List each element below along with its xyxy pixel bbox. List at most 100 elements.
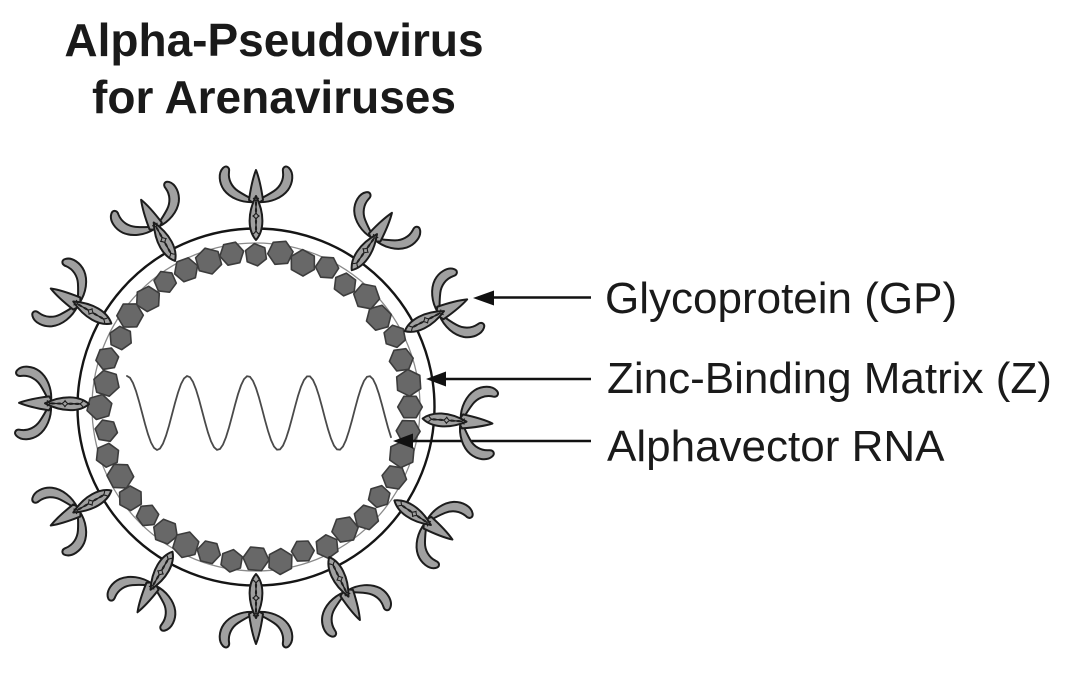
- spike-stalk: [248, 573, 264, 619]
- spike-left-lobe: [31, 304, 79, 328]
- zinc-matrix-subunit: [314, 256, 340, 279]
- spike-helix-strand-b: [252, 579, 260, 617]
- spike-helix-strand-a: [252, 579, 260, 617]
- rna-arrow-head: [393, 433, 413, 449]
- spike-stalk: [248, 195, 264, 241]
- matrix-arrow: [426, 371, 591, 387]
- glycoprotein-spike: [31, 486, 113, 557]
- label-alphavector-rna: Alphavector RNA: [607, 422, 945, 471]
- spike-helix-strand-b: [410, 313, 444, 332]
- spike-helix-strand-b: [329, 563, 347, 597]
- rna-arrow: [393, 433, 591, 449]
- zinc-matrix-subunit: [353, 504, 380, 531]
- spike-left-lobe: [346, 584, 392, 612]
- spike-left-lobe: [109, 209, 156, 237]
- zinc-matrix-subunit: [331, 516, 360, 543]
- zinc-matrix-subunit: [135, 285, 161, 313]
- spike-left-lobe: [61, 510, 88, 557]
- zinc-matrix-subunit: [268, 547, 293, 576]
- zinc-matrix-subunit: [86, 393, 113, 421]
- glycoprotein-spikes: [14, 165, 499, 649]
- spike-helix-strand-a: [252, 197, 260, 235]
- envelope-outer-membrane: [76, 227, 436, 587]
- spike-helix-strand-a: [400, 501, 432, 523]
- spike-right-lobe: [156, 180, 180, 228]
- figure-title-line2: for Arenaviruses: [92, 71, 456, 123]
- zinc-matrix-subunit: [266, 240, 294, 266]
- glycoprotein-spike: [218, 165, 294, 241]
- zinc-matrix-subunit: [196, 540, 222, 565]
- spike-helix-strand-a: [151, 225, 172, 258]
- spike-helix-strand-a: [75, 494, 108, 515]
- zinc-matrix-subunit: [153, 270, 178, 294]
- spike-right-lobe: [321, 591, 346, 638]
- spike-helix-strand-b: [73, 490, 106, 511]
- zinc-matrix-subunit: [118, 485, 143, 512]
- zinc-matrix-subunit: [95, 347, 120, 371]
- zinc-matrix-subunit: [388, 347, 415, 372]
- spike-helix-strand-b: [252, 197, 260, 235]
- zinc-matrix-subunit: [172, 531, 200, 559]
- spike-right-lobe: [415, 522, 440, 570]
- zinc-matrix-subunit: [242, 546, 270, 572]
- spike-helix-strand-b: [75, 299, 108, 320]
- zinc-matrix-subunit: [367, 484, 391, 509]
- spike-left-lobe: [431, 267, 458, 314]
- spike-helix-strand-a: [152, 557, 173, 590]
- spike-helix-strand-b: [46, 400, 84, 408]
- glycoprotein-spike: [106, 550, 177, 632]
- spike-helix-strand-a: [332, 560, 351, 595]
- spike-right-lobe: [374, 225, 422, 250]
- glycoprotein-arrow-head: [473, 290, 494, 306]
- spike-left-lobe: [153, 584, 177, 632]
- spike-right-lobe: [458, 422, 495, 461]
- spike-left-lobe: [353, 191, 375, 239]
- zinc-matrix-subunit: [219, 241, 245, 267]
- zinc-matrix-subunit: [153, 518, 178, 545]
- zinc-matrix-subunit: [95, 442, 120, 469]
- zinc-matrix-subunit: [173, 256, 199, 283]
- zinc-matrix-subunit: [109, 325, 132, 351]
- spike-right-lobe: [61, 257, 88, 304]
- glycoprotein-spike: [403, 267, 486, 339]
- zinc-matrix-subunit: [383, 324, 407, 349]
- spike-helix-strand-a: [408, 309, 442, 328]
- zinc-matrix-ring: [86, 240, 424, 576]
- zinc-matrix-subunit: [244, 242, 268, 267]
- virion: [14, 165, 591, 649]
- spike-helix-strand-a: [352, 233, 375, 265]
- glycoprotein-spike: [31, 257, 113, 328]
- zinc-matrix-subunit: [381, 465, 408, 490]
- glycoprotein-spike: [218, 573, 294, 649]
- spike-helix-strand-b: [397, 504, 429, 527]
- rna-wave: [126, 374, 392, 452]
- glycoprotein-arrow: [473, 290, 591, 306]
- spike-helix-strand-b: [356, 236, 379, 268]
- zinc-matrix-subunit: [365, 304, 393, 332]
- spike-stalk: [350, 233, 379, 272]
- glycoprotein-spike: [14, 365, 90, 441]
- spike-helix-strand-a: [428, 415, 466, 425]
- zinc-matrix-subunit: [315, 533, 339, 560]
- zinc-matrix-subunit: [290, 248, 316, 277]
- zinc-matrix-subunit: [93, 369, 120, 398]
- spike-left-lobe: [257, 610, 294, 649]
- spike-helix-strand-a: [73, 303, 106, 324]
- spike-helix-strand-a: [46, 399, 84, 408]
- zinc-matrix-subunit: [106, 463, 135, 489]
- zinc-matrix-subunit: [388, 440, 415, 469]
- zinc-matrix-subunit: [94, 419, 119, 443]
- zinc-matrix-subunit: [220, 548, 244, 573]
- glycoprotein-spike: [393, 499, 474, 570]
- spike-left-lobe: [426, 500, 474, 523]
- spike-left-lobe: [14, 404, 52, 441]
- zinc-matrix-subunit: [194, 247, 223, 275]
- label-glycoprotein: Glycoprotein (GP): [605, 274, 957, 323]
- figure-title-line1: Alpha-Pseudovirus: [64, 14, 483, 66]
- glycoprotein-spike: [350, 191, 422, 272]
- spike-helix-strand-b: [155, 222, 175, 255]
- spike-helix-strand-b: [427, 416, 465, 425]
- zinc-matrix-subunit: [395, 368, 422, 398]
- glycoprotein-spike: [109, 180, 180, 262]
- spike-right-lobe: [257, 165, 294, 204]
